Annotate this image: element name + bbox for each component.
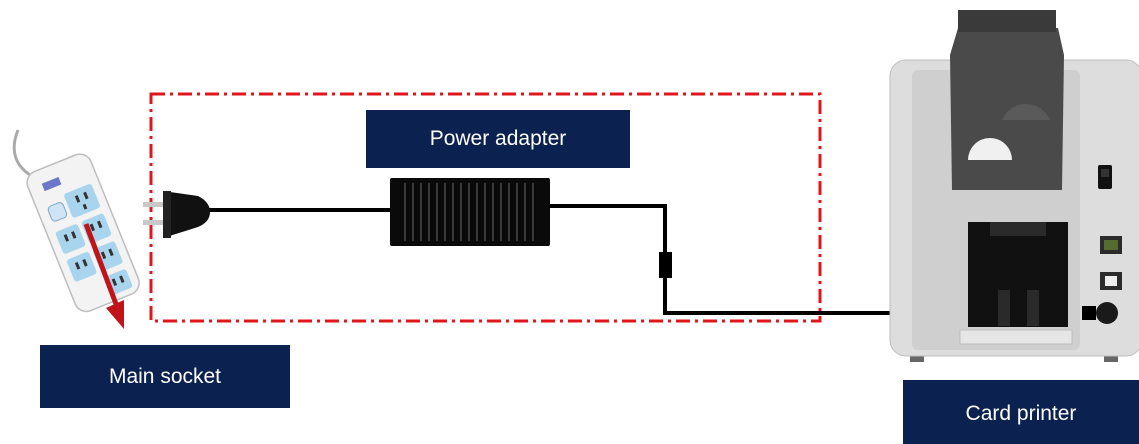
card-printer-label: Card printer bbox=[903, 380, 1139, 444]
main-socket-label-text: Main socket bbox=[108, 364, 222, 388]
power-adapter-label: Power adapter bbox=[366, 110, 630, 168]
card-printer-image bbox=[889, 10, 1139, 362]
power-adapter-label-text: Power adapter bbox=[429, 127, 567, 150]
card-printer-label-text: Card printer bbox=[965, 402, 1077, 425]
power-strip-image bbox=[12, 129, 140, 313]
plug-image bbox=[143, 191, 210, 238]
power-adapter-boundary bbox=[149, 92, 822, 323]
power-adapter-image bbox=[390, 178, 550, 246]
ferrite-bead bbox=[659, 252, 672, 278]
main-socket-label: Main socket bbox=[40, 345, 290, 408]
arrow-to-main-socket bbox=[83, 223, 124, 329]
